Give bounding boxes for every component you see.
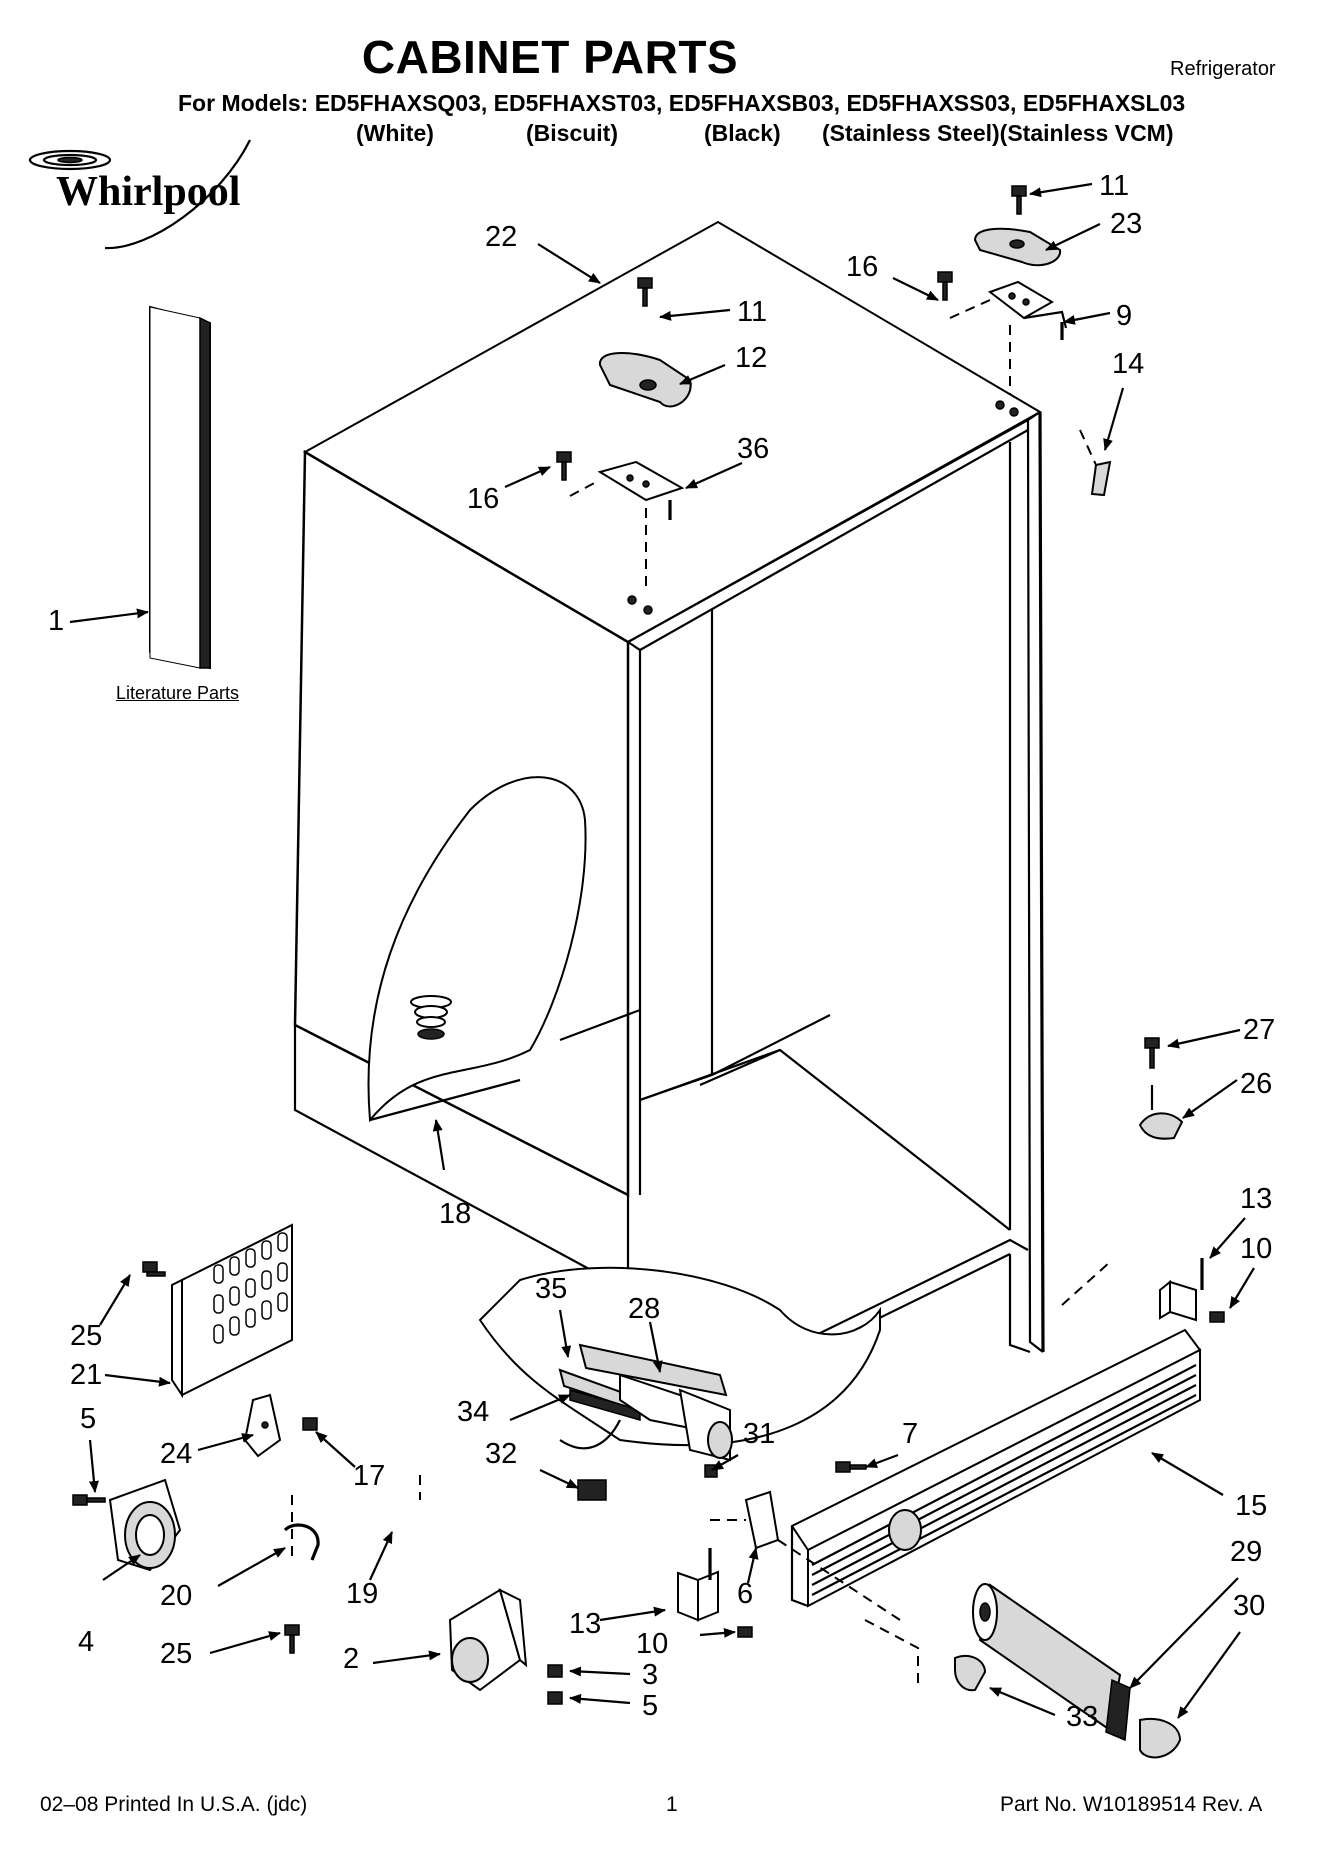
color-label-stainless: (Stainless Steel)(Stainless VCM) [822, 120, 1174, 146]
callout-25b: 25 [160, 1638, 193, 1670]
callout-29: 29 [1230, 1536, 1263, 1568]
models-line: For Models: ED5FHAXSQ03, ED5FHAXST03, ED… [178, 90, 1186, 116]
color-label-biscuit: (Biscuit) [526, 120, 618, 146]
callout-26: 26 [1240, 1068, 1273, 1100]
callout-34: 34 [457, 1396, 490, 1428]
callout-5a: 5 [80, 1403, 97, 1435]
callout-33: 33 [1066, 1701, 1099, 1733]
callout-6: 6 [737, 1578, 754, 1610]
callout-18: 18 [439, 1198, 472, 1230]
callout-3: 3 [642, 1659, 659, 1691]
callout-28: 28 [628, 1293, 661, 1325]
footer-page-number: 1 [666, 1793, 678, 1816]
whirlpool-logo: Whirlpool [28, 139, 251, 250]
drain-trap [410, 995, 452, 1040]
color-label-black: (Black) [704, 120, 781, 146]
callout-5b: 5 [642, 1690, 659, 1722]
callout-17: 17 [353, 1460, 386, 1492]
page-title: CABINET PARTS [361, 31, 739, 83]
callout-10b: 10 [636, 1628, 669, 1660]
callout-7: 7 [902, 1418, 919, 1450]
callout-30: 30 [1233, 1590, 1266, 1622]
callout-31: 31 [743, 1418, 776, 1450]
leader-arrows [69, 182, 1255, 1719]
callout-4: 4 [78, 1626, 95, 1658]
callout-11b: 11 [1099, 170, 1130, 202]
callout-1: 1 [48, 605, 65, 637]
color-label-white: (White) [356, 120, 434, 146]
rear-access-panel [171, 1223, 293, 1399]
callout-9: 9 [1116, 300, 1133, 332]
callout-2: 2 [343, 1643, 360, 1675]
callout-12: 12 [735, 342, 768, 374]
hardware-right [1061, 1037, 1225, 1323]
callout-15: 15 [1235, 1490, 1268, 1522]
callout-16a: 16 [846, 251, 879, 283]
callout-16b: 16 [467, 483, 500, 515]
callout-14: 14 [1112, 348, 1145, 380]
callout-27: 27 [1243, 1014, 1276, 1046]
document-type: Refrigerator [1170, 58, 1276, 80]
hardware-lower-left [72, 1261, 563, 1705]
hardware-top [556, 185, 1112, 615]
callout-13a: 13 [1240, 1183, 1273, 1215]
literature-parts-label: Literature Parts [116, 683, 240, 703]
callout-36: 36 [737, 433, 770, 465]
callout-19: 19 [346, 1578, 379, 1610]
callout-20: 20 [160, 1580, 193, 1612]
callout-32: 32 [485, 1438, 518, 1470]
footer-part-number: Part No. W10189514 Rev. A [1000, 1793, 1263, 1816]
callout-24: 24 [160, 1438, 193, 1470]
footer-printed: 02–08 Printed In U.S.A. (jdc) [40, 1793, 308, 1816]
callout-25a: 25 [70, 1320, 103, 1352]
callout-22: 22 [485, 221, 518, 253]
callout-11a: 11 [737, 296, 768, 328]
water-filter [864, 1583, 1182, 1759]
literature-parts-booklet [149, 305, 211, 670]
callout-10a: 10 [1240, 1233, 1273, 1265]
callout-21: 21 [70, 1359, 103, 1391]
whirlpool-wordmark: Whirlpool [56, 169, 240, 215]
callout-13b: 13 [569, 1608, 602, 1640]
callout-23: 23 [1110, 208, 1143, 240]
callout-35: 35 [535, 1273, 568, 1305]
front-base-grille [790, 1328, 1202, 1608]
